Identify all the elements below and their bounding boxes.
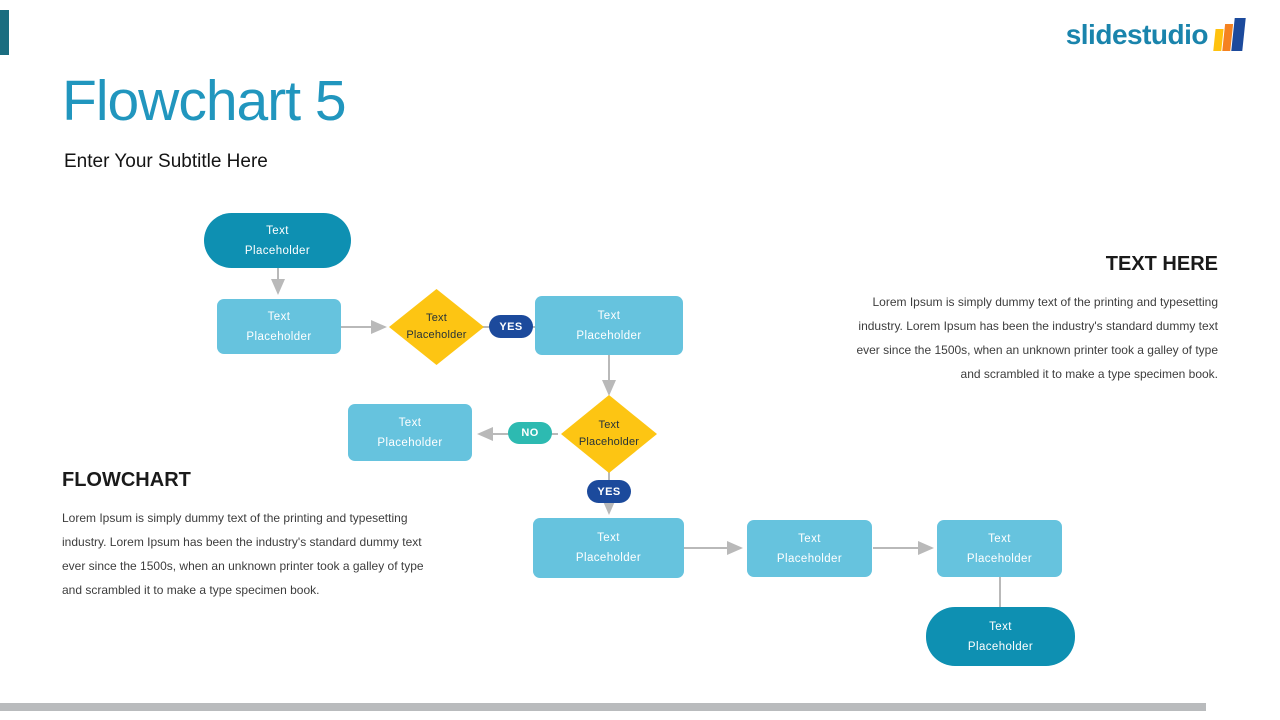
flow-node-process-4[interactable]: Text Placeholder (533, 518, 684, 578)
node-label-line: Text (597, 309, 621, 322)
badge-yes-1: YES (489, 315, 533, 338)
node-label-line: Placeholder (575, 552, 642, 564)
flow-node-process-2[interactable]: Text Placeholder (535, 296, 683, 355)
node-label-line: Placeholder (578, 436, 640, 448)
node-label-line: Text (989, 620, 1012, 633)
right-block-body: Lorem Ipsum is simply dummy text of the … (856, 295, 1218, 381)
page-title: Flowchart 5 (62, 69, 347, 133)
right-block-heading: TEXT HERE (1105, 253, 1218, 275)
flow-node-process-1[interactable]: Text Placeholder (217, 299, 341, 354)
node-label-line: Text (398, 416, 422, 429)
node-label-line: Placeholder (246, 330, 312, 343)
left-block-heading: FLOWCHART (62, 469, 191, 491)
node-label-line: Placeholder (966, 552, 1033, 565)
node-label-line: Placeholder (244, 244, 311, 257)
footer-bar (0, 703, 1206, 711)
flow-node-start[interactable]: Text Placeholder (204, 213, 351, 268)
node-label-line: Text (426, 312, 447, 324)
node-label-line: Text (266, 224, 289, 237)
accent-bar (0, 10, 9, 55)
node-label-line: Placeholder (967, 640, 1034, 653)
flow-node-process-3[interactable]: Text Placeholder (348, 404, 472, 461)
flow-node-process-6[interactable]: Text Placeholder (937, 520, 1062, 577)
node-label-line: Placeholder (776, 552, 843, 565)
logo-text: slidestudio (1065, 18, 1209, 50)
badge-yes-2: YES (587, 480, 631, 503)
page-subtitle[interactable]: Enter Your Subtitle Here (64, 151, 268, 172)
node-label-line: Text (598, 419, 620, 431)
node-label-line: Text (597, 532, 620, 544)
node-label-line: Text (267, 310, 291, 323)
right-text-block: TEXT HERE Lorem Ipsum is simply dummy te… (836, 253, 1218, 386)
node-label-line: Placeholder (576, 329, 642, 342)
node-label-line: Placeholder (377, 436, 443, 449)
badge-no-1: NO (508, 422, 552, 444)
left-block-body: Lorem Ipsum is simply dummy text of the … (62, 511, 424, 597)
left-text-block: FLOWCHART Lorem Ipsum is simply dummy te… (62, 469, 444, 602)
logo: slidestudio (1065, 18, 1246, 51)
node-label-line: Placeholder (406, 329, 467, 341)
flow-node-end[interactable]: Text Placeholder (926, 607, 1075, 666)
node-label-line: Text (798, 532, 821, 545)
flow-node-process-5[interactable]: Text Placeholder (747, 520, 872, 577)
node-label-line: Text (988, 532, 1011, 545)
